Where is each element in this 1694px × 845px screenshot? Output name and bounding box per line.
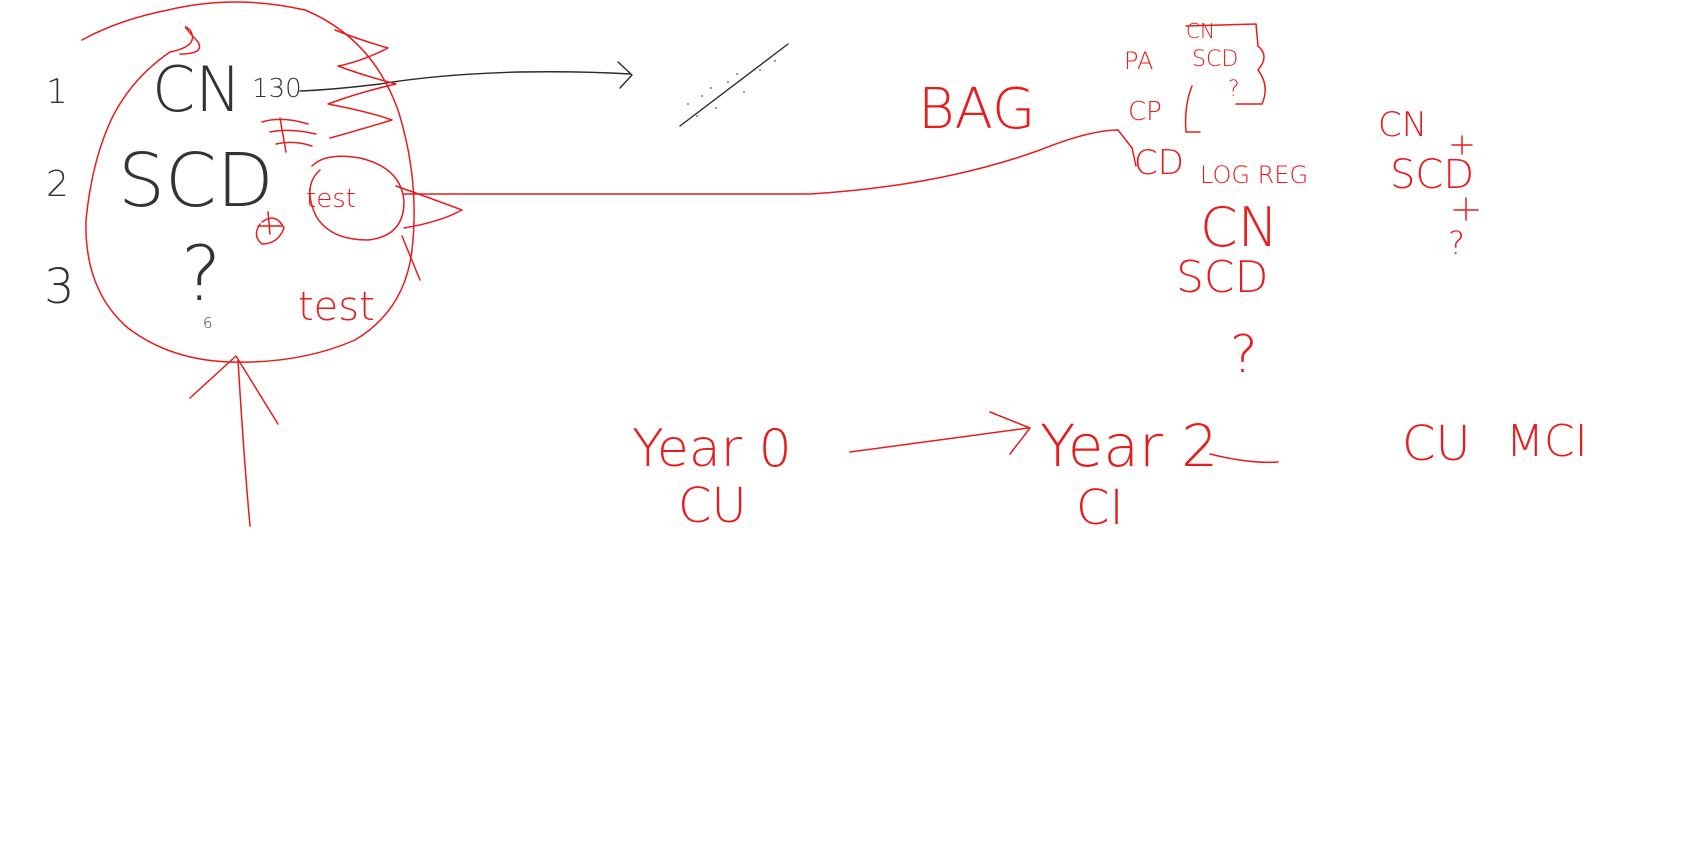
label-scd: SCD — [118, 138, 274, 224]
up-arrow-head — [189, 355, 279, 425]
bracket-cn: CN — [1186, 19, 1215, 43]
right-label-mci: MCI — [1506, 416, 1588, 467]
long-arrow-line — [403, 129, 1119, 195]
far-right-question: ? — [1448, 224, 1465, 262]
test-circle-flourish — [395, 185, 463, 281]
long-arrow-head — [1117, 129, 1137, 167]
scribble-top-left — [169, 26, 201, 55]
row-number-1: 1 — [46, 72, 68, 112]
log-reg-heading: LOG REG — [1200, 161, 1308, 189]
year-end-underline — [1209, 453, 1279, 464]
test-circle — [309, 155, 405, 241]
crossed-out-dots — [687, 60, 776, 117]
big-loop-outline — [81, 1, 415, 363]
label-cn: CN — [152, 53, 242, 126]
far-right-scd: SCD — [1390, 152, 1474, 198]
small-mark: 6 — [203, 314, 213, 332]
crossed-out-stroke — [679, 43, 789, 127]
under-start-label: CU — [678, 478, 747, 534]
far-right-cn: CN — [1378, 105, 1427, 145]
label-question: ? — [181, 229, 221, 318]
log-reg-question: ? — [1230, 325, 1258, 385]
bracket-question: ? — [1228, 77, 1240, 102]
stack-cd: CD — [1134, 143, 1184, 183]
scribble-right-zigzag — [327, 29, 397, 139]
timeline-arrow-head — [989, 411, 1031, 455]
test-label-circled: test — [306, 184, 356, 214]
bag-label: BAG — [918, 77, 1035, 142]
year-end-label: Year 2 — [1040, 412, 1218, 480]
up-arrow-shaft — [237, 359, 251, 527]
superscript-number: 130 — [252, 74, 302, 104]
bracket-right — [1185, 23, 1266, 105]
scribble-mark-upper — [261, 117, 317, 153]
bracket-left — [1184, 85, 1201, 133]
scribble-mark-lower — [255, 211, 285, 245]
right-label-cu: CU — [1402, 416, 1471, 472]
stack-pa: PA — [1124, 47, 1153, 75]
year-start-label: Year 0 — [632, 419, 792, 479]
log-reg-cn: CN — [1200, 196, 1278, 259]
test-label-lower: test — [298, 284, 375, 330]
log-reg-scd: SCD — [1176, 252, 1269, 303]
timeline-arrow-line — [849, 427, 1029, 453]
bracket-scd: SCD — [1192, 47, 1238, 72]
stack-cp: CP — [1128, 97, 1162, 127]
arrow-cn-line — [299, 71, 631, 92]
arrow-cn-head — [617, 61, 633, 89]
under-end-label: CI — [1076, 480, 1124, 536]
row-number-2: 2 — [46, 164, 69, 205]
row-number-3: 3 — [44, 259, 75, 315]
far-right-plus-marks — [1451, 135, 1479, 221]
